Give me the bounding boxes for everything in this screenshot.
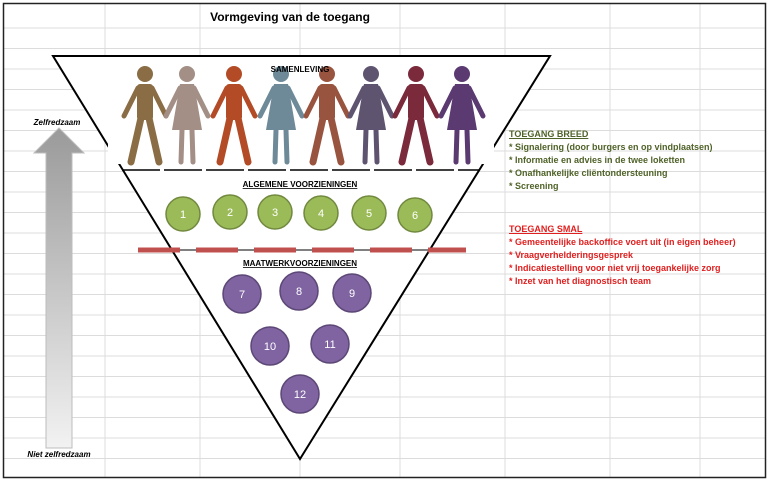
custom-provision-number: 7 — [239, 289, 245, 301]
frame — [2, 2, 767, 479]
custom-provision-number: 12 — [294, 389, 306, 401]
general-provision-circle — [303, 195, 339, 231]
general-provision-node: 5 — [351, 195, 387, 231]
general-provision-circle — [257, 194, 293, 230]
self-reliance-arrow — [32, 127, 86, 449]
custom-provision-circle — [310, 324, 350, 364]
general-provision-circle — [165, 196, 201, 232]
people-figures — [121, 66, 486, 166]
custom-provision-node: 9 — [332, 273, 372, 313]
person-figure — [121, 66, 169, 166]
access-broad-heading: TOEGANG BREED — [509, 129, 589, 139]
access-narrow-item: * Vraagverhelderingsgesprek — [509, 250, 634, 260]
custom-provision-node: 10 — [250, 326, 290, 366]
person-figure — [392, 66, 440, 166]
general-provision-node: 2 — [212, 194, 248, 230]
custom-provision-circle — [280, 374, 320, 414]
access-narrow-item: * Gemeentelijke backoffice voert uit (in… — [509, 237, 736, 247]
person-figure — [210, 66, 258, 166]
access-broad-item: * Signalering (door burgers en op vindpl… — [509, 142, 713, 152]
person-figure — [257, 66, 305, 165]
custom-provision-circle — [332, 273, 372, 313]
general-provision-number: 2 — [227, 207, 233, 219]
general-provisions-label: ALGEMENE VOORZIENINGEN — [243, 180, 358, 189]
access-narrow-block: TOEGANG SMAL * Gemeentelijke backoffice … — [509, 223, 736, 288]
general-provision-number: 4 — [318, 208, 324, 220]
custom-provision-number: 8 — [296, 286, 302, 298]
person-figure — [163, 66, 211, 165]
general-provisions: 1 2 3 4 5 6 — [165, 194, 433, 233]
general-provision-circle — [212, 194, 248, 230]
custom-provisions: 7 8 9 10 11 12 — [222, 271, 372, 414]
diagram-title: Vormgeving van de toegang — [210, 10, 370, 24]
custom-provision-node: 11 — [310, 324, 350, 364]
access-broad-item: * Onafhankelijke cliëntondersteuning — [509, 168, 668, 178]
custom-provisions-label: MAATWERKVOORZIENINGEN — [243, 259, 357, 268]
general-provision-node: 4 — [303, 195, 339, 231]
general-provision-number: 6 — [412, 210, 418, 222]
general-provision-number: 1 — [180, 209, 186, 221]
general-provision-circle — [397, 197, 433, 233]
general-provision-number: 3 — [272, 207, 278, 219]
access-narrow-item: * Inzet van het diagnostisch team — [509, 276, 652, 286]
general-provision-node: 6 — [397, 197, 433, 233]
person-figure — [347, 66, 395, 165]
general-provision-number: 5 — [366, 208, 372, 220]
access-broad-item: * Screening — [509, 181, 559, 191]
custom-provision-number: 11 — [324, 339, 335, 351]
custom-provision-circle — [222, 274, 262, 314]
society-label: SAMENLEVING — [271, 65, 330, 74]
custom-provision-circle — [250, 326, 290, 366]
person-figure — [303, 66, 351, 166]
general-provision-circle — [351, 195, 387, 231]
general-provision-node: 3 — [257, 194, 293, 230]
person-figure — [438, 66, 486, 165]
access-broad-item: * Informatie en advies in de twee lokett… — [509, 155, 686, 165]
not-self-reliant-label: Niet zelfredzaam — [27, 450, 90, 459]
access-broad-block: TOEGANG BREED * Signalering (door burger… — [509, 128, 713, 193]
custom-provision-node: 7 — [222, 274, 262, 314]
access-narrow-heading: TOEGANG SMAL — [509, 224, 583, 234]
custom-provision-node: 8 — [279, 271, 319, 311]
general-provision-node: 1 — [165, 196, 201, 232]
custom-provision-number: 10 — [264, 341, 276, 353]
custom-provision-circle — [279, 271, 319, 311]
custom-provision-node: 12 — [280, 374, 320, 414]
access-narrow-item: * Indicatiestelling voor niet vrij toega… — [509, 263, 721, 273]
custom-provision-number: 9 — [349, 288, 355, 300]
self-reliant-label: Zelfredzaam — [33, 118, 81, 127]
